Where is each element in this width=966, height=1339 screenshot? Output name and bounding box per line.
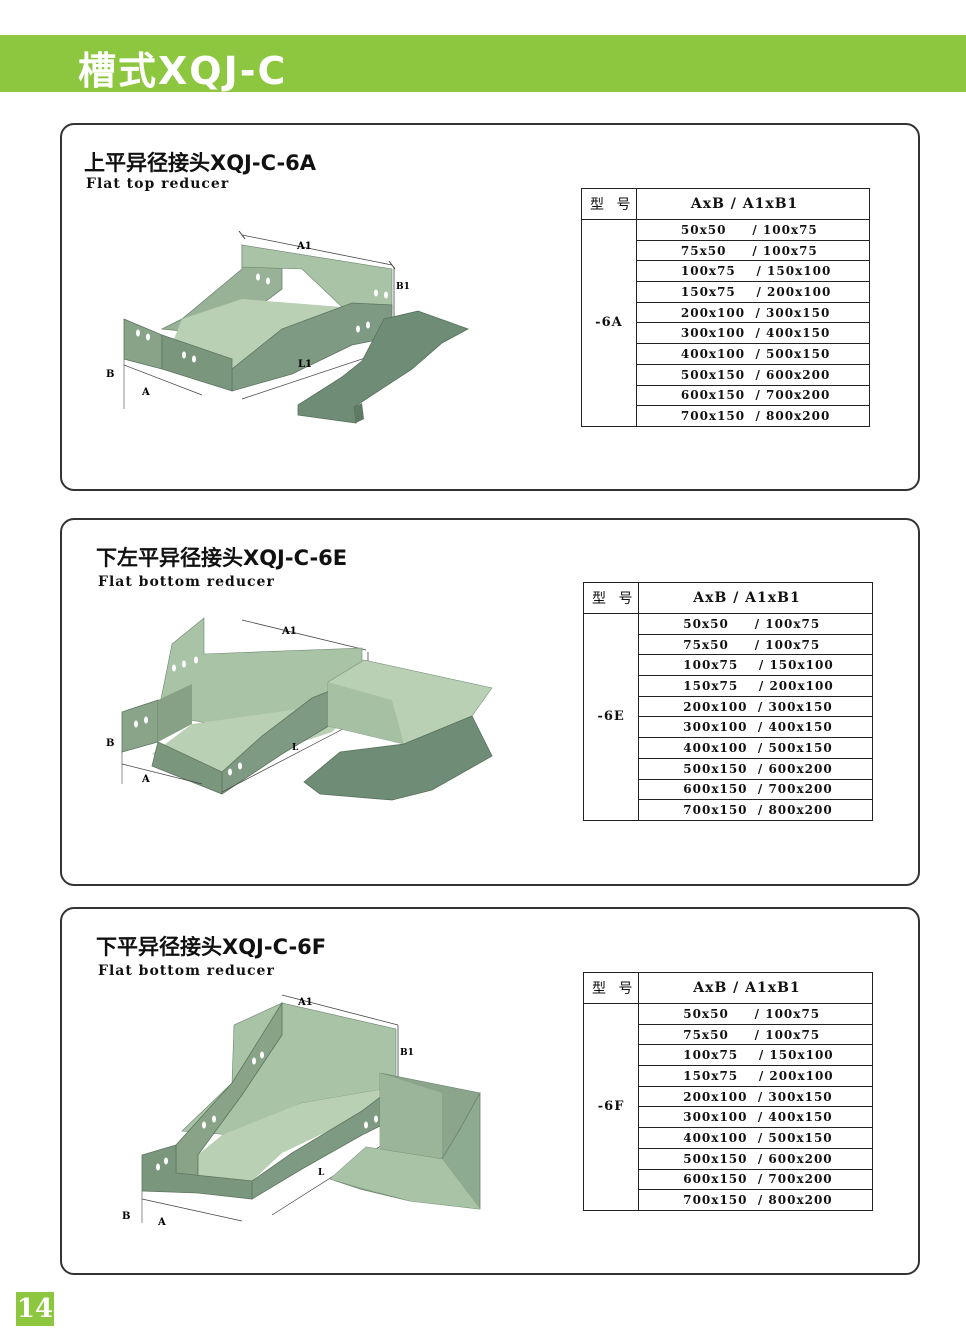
table-row: 200x100 / 300x150: [638, 695, 873, 718]
dim-b-label: B: [122, 1211, 130, 1222]
table-row: 600x150 / 700x200: [638, 1168, 873, 1191]
table-row: 100x75 / 150x100: [638, 654, 873, 677]
header-model: 型 号: [581, 188, 637, 220]
section-title: 上平异径接头XQJ-C-6A: [84, 151, 317, 175]
dim-a-label: A: [157, 1217, 166, 1225]
dim-b-label: B: [106, 369, 114, 380]
table-row: 150x75 / 200x100: [638, 675, 873, 697]
page-title: 槽式XQJ-C: [78, 49, 288, 93]
section-title: 下左平异径接头XQJ-C-6E: [96, 546, 348, 570]
table-row: 75x50 / 100x75: [635, 239, 871, 262]
dim-a-label: A: [141, 387, 150, 398]
section-panel-6a: 上平异径接头XQJ-C-6A Flat top reducer A1 B1: [60, 123, 920, 491]
table-row: 400x100 / 500x150: [638, 737, 873, 759]
table-row: 75x50 / 100x75: [638, 633, 873, 656]
dim-a1-label: A1: [281, 626, 297, 637]
table-row: 100x75 / 150x100: [638, 1044, 873, 1067]
reducer-illustration-6e: A1 B1 B A L: [106, 617, 493, 801]
table-row: 50x50 / 100x75: [635, 219, 871, 241]
table-row: 200x100 / 300x150: [638, 1085, 873, 1108]
cover-plate-6f: [330, 1072, 481, 1210]
dim-b1-label: B1: [396, 282, 410, 292]
section-subtitle: Flat bottom reducer: [98, 574, 275, 590]
section-subtitle: Flat top reducer: [86, 176, 230, 192]
table-row: 50x50 / 100x75: [638, 1003, 873, 1025]
dim-a1-label: A1: [297, 997, 313, 1008]
table-row: 150x75 / 200x100: [638, 1065, 873, 1087]
reducer-illustration-6a: A1 B1 B A L1: [106, 230, 469, 424]
model-cell: -6E: [582, 613, 640, 821]
section-title: 下平异径接头XQJ-C-6F: [96, 935, 327, 959]
header-dimension: AxB / A1xB1: [638, 972, 873, 1004]
table-row: 75x50 / 100x75: [638, 1023, 873, 1046]
table-row: 600x150 / 700x200: [635, 384, 871, 407]
dim-b-label: B: [106, 738, 114, 749]
table-row: 300x100 / 400x150: [638, 716, 873, 739]
table-row: 50x50 / 100x75: [638, 613, 873, 635]
reducer-illustration-6f: A1 B1 B A L: [122, 994, 414, 1225]
table-row: 300x100 / 400x150: [635, 322, 871, 345]
page-number: 14: [16, 1292, 54, 1326]
header-model: 型 号: [582, 972, 640, 1004]
dim-a1-label: A1: [296, 241, 312, 252]
table-row: 500x150 / 600x200: [638, 757, 873, 780]
table-row: 700x150 / 800x200: [638, 1189, 873, 1211]
table-row: 400x100 / 500x150: [635, 343, 871, 365]
table-row: 500x150 / 600x200: [638, 1147, 873, 1170]
table-row: 500x150 / 600x200: [635, 363, 871, 386]
dim-l-label: L1: [298, 359, 312, 370]
table-row: 600x150 / 700x200: [638, 778, 873, 801]
dim-b1-label: B1: [400, 1048, 414, 1058]
header-dimension: AxB / A1xB1: [638, 582, 873, 614]
dim-l-label: L: [318, 1168, 325, 1178]
table-row: 700x150 / 800x200: [638, 799, 873, 821]
section-panel-6f: 下平异径接头XQJ-C-6F Flat bottom reducer A1 B1…: [60, 907, 920, 1275]
dim-a-label: A: [141, 774, 150, 785]
table-row: 400x100 / 500x150: [638, 1127, 873, 1149]
model-cell: -6F: [582, 1003, 640, 1211]
table-row: 200x100 / 300x150: [635, 301, 871, 324]
model-cell: -6A: [581, 219, 637, 427]
section-panel-6e: 下左平异径接头XQJ-C-6E Flat bottom reducer A1 B…: [60, 518, 920, 886]
table-row: 150x75 / 200x100: [635, 281, 871, 303]
header-band: [0, 35, 966, 92]
table-row: 300x100 / 400x150: [638, 1106, 873, 1129]
section-subtitle: Flat bottom reducer: [98, 963, 275, 979]
header-dimension: AxB / A1xB1: [635, 188, 871, 220]
header-model: 型 号: [582, 582, 640, 614]
dim-l-label: L: [292, 743, 299, 753]
table-row: 700x150 / 800x200: [635, 405, 871, 427]
table-row: 100x75 / 150x100: [635, 260, 871, 283]
